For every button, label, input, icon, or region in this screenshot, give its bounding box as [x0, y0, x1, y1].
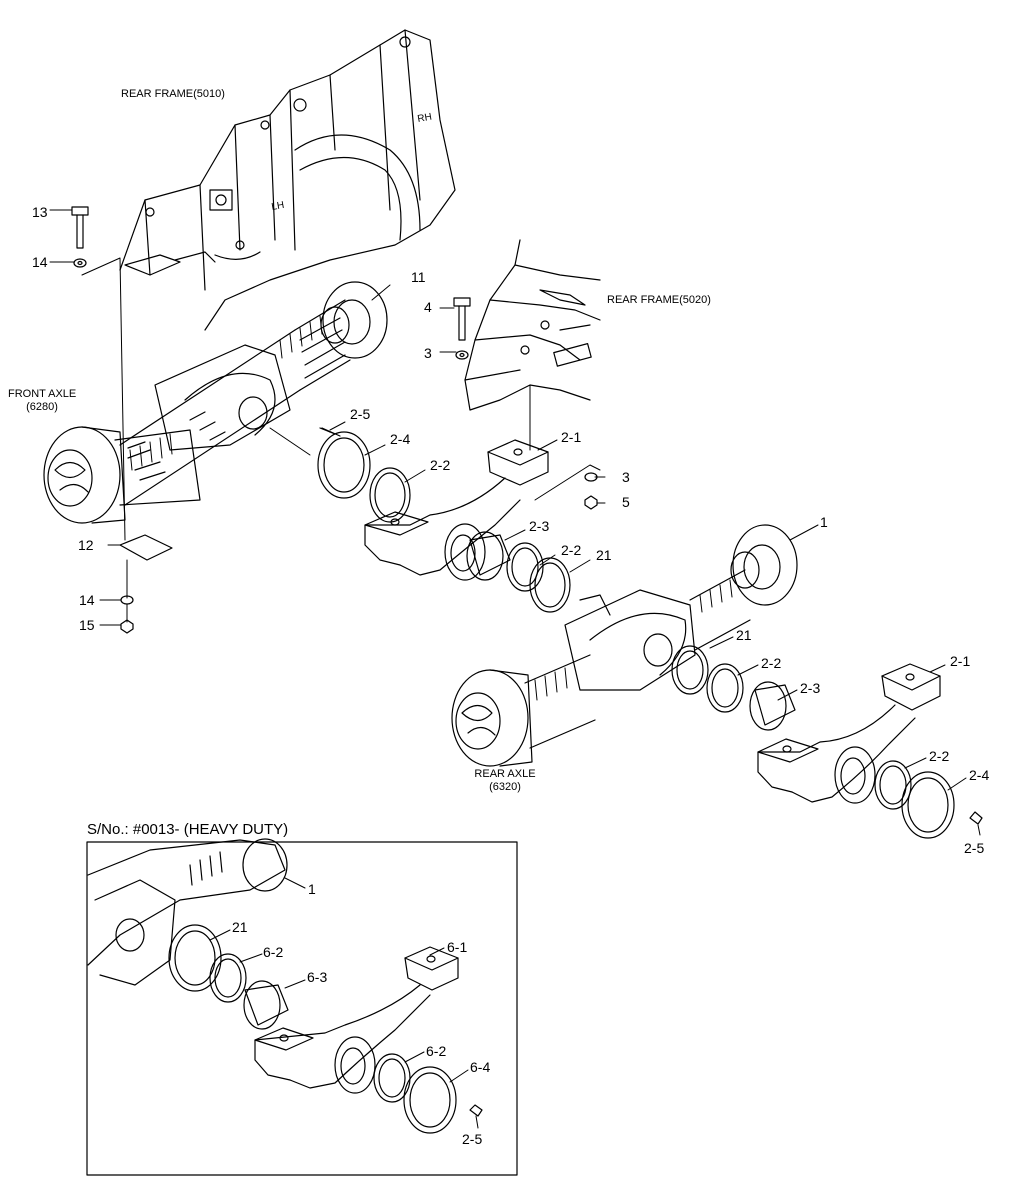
- callout-2-3: 2-3: [529, 518, 550, 534]
- callout-2-5: 2-5: [964, 840, 985, 856]
- inset-box: [86, 841, 518, 1176]
- rear-axle-drawing: [451, 524, 798, 767]
- callout-2-3: 2-3: [800, 680, 821, 696]
- callout-2-2: 2-2: [761, 655, 782, 671]
- rh-mark: RH: [417, 112, 433, 125]
- callout-4: 4: [424, 299, 432, 315]
- inset-leaders: [209, 877, 479, 1129]
- inset-callout-6-2: 6-2: [426, 1043, 447, 1059]
- bracket-2-1-upper-drawing: [364, 439, 549, 581]
- callout-2-2: 2-2: [430, 457, 451, 473]
- inset-title: S/No.: #0013- (HEAVY DUTY): [87, 821, 289, 838]
- bracket-2-1-lower-drawing: [757, 663, 941, 804]
- front-axle-tube-ribs: [129, 315, 323, 471]
- leader-lines: [49, 209, 606, 626]
- callout-2-5: 2-5: [350, 406, 371, 422]
- rings-lower-drawing: [671, 645, 983, 839]
- callout-13: 13: [32, 204, 48, 220]
- front-axle-name: FRONT AXLE: [8, 388, 77, 400]
- inset-callout-1: 1: [308, 881, 316, 897]
- callout-2-4: 2-4: [390, 431, 411, 447]
- inset-callout-6-4: 6-4: [470, 1059, 491, 1075]
- callout-21: 21: [736, 627, 752, 643]
- lh-mark: LH: [271, 200, 286, 213]
- inset-callout-6-3: 6-3: [307, 969, 328, 985]
- rear-frame-5020-drawing: [464, 239, 601, 411]
- hardware-drawing: [71, 206, 598, 634]
- callout-5: 5: [622, 494, 630, 510]
- inset-callout-2-5: 2-5: [462, 1131, 483, 1147]
- callout-leaders: [329, 421, 981, 836]
- rear-axle-label: REAR AXLE (6320): [462, 768, 548, 794]
- callout-3: 3: [424, 345, 432, 361]
- callout-14: 14: [79, 592, 95, 608]
- rear-axle-code: (6320): [489, 781, 521, 793]
- callout-14: 14: [32, 254, 48, 270]
- callout-2-1: 2-1: [561, 429, 582, 445]
- callout-21: 21: [596, 547, 612, 563]
- callout-1: 1: [820, 514, 828, 530]
- inset-drawing: [87, 838, 483, 1134]
- inset-callout-21: 21: [232, 919, 248, 935]
- callout-15: 15: [79, 617, 95, 633]
- rear-axle-name: REAR AXLE: [474, 768, 536, 780]
- callout-3: 3: [622, 469, 630, 485]
- rear-frame-5010-drawing: [119, 29, 456, 331]
- rings-upper-drawing: [317, 427, 571, 613]
- inset-callout-6-1: 6-1: [447, 939, 468, 955]
- front-axle-label: FRONT AXLE (6280): [8, 388, 76, 414]
- callout-12: 12: [78, 537, 94, 553]
- rear-frame-5010-label: REAR FRAME(5010): [121, 88, 225, 100]
- callout-2-2: 2-2: [929, 748, 950, 764]
- rear-axle-tube-ribs: [534, 579, 733, 701]
- callout-2-2: 2-2: [561, 542, 582, 558]
- inset-callout-6-2: 6-2: [263, 944, 284, 960]
- callout-11: 11: [411, 269, 426, 285]
- callout-2-1: 2-1: [950, 653, 971, 669]
- callout-2-4: 2-4: [969, 767, 990, 783]
- front-axle-code: (6280): [26, 401, 58, 413]
- front-axle-drawing: [43, 281, 388, 524]
- rear-frame-5020-label: REAR FRAME(5020): [607, 294, 711, 306]
